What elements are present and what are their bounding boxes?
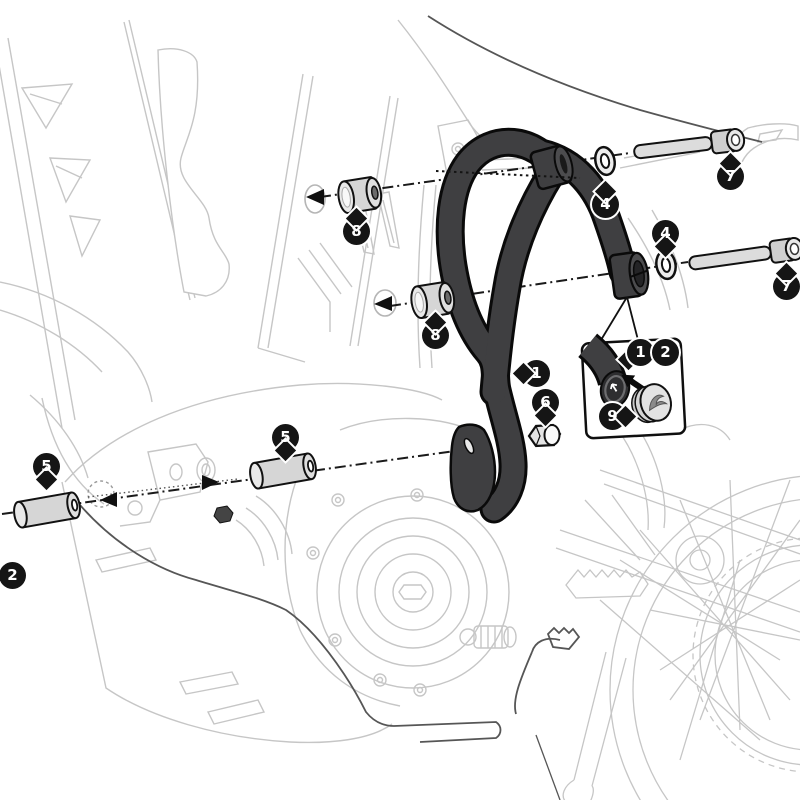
callout-inset-bar-left: 1 <box>627 339 654 366</box>
callout-spacer-lower: 8 <box>422 322 449 349</box>
callout-nut: 6 <box>532 389 559 416</box>
inset-bar-end <box>577 333 645 408</box>
callout-spacer-front-right: 5 <box>272 424 299 451</box>
spacer-upper <box>337 176 383 215</box>
callout-bolt-right: 7 <box>773 273 800 300</box>
callout-crash-bar: 1 <box>523 360 550 387</box>
motorcycle-line-art <box>0 19 799 744</box>
crash-bar-bottom-tab <box>449 423 497 513</box>
callout-label: 7 <box>725 167 736 185</box>
bolt-right <box>688 236 800 271</box>
callout-label: 2 <box>660 343 671 361</box>
cap-logo <box>649 394 669 412</box>
callout-bolt-top: 7 <box>717 163 744 190</box>
callout-label: 5 <box>41 457 52 475</box>
insert-arrow <box>621 374 645 392</box>
callout-label: 7 <box>781 277 792 295</box>
callout-spacer-upper: 8 <box>343 218 370 245</box>
inset-leader-lines <box>600 296 639 341</box>
dark-bolt-head <box>213 505 234 524</box>
callout-label: 6 <box>540 393 551 411</box>
callout-washer-right: 4 <box>652 220 679 247</box>
crash-bar-upper-stub <box>529 144 574 191</box>
fine-dotted-axis <box>435 170 581 179</box>
callout-label: 4 <box>600 195 611 213</box>
crash-bar-boss <box>608 251 650 300</box>
hex-nut <box>527 423 562 448</box>
callout-part-two: 2 <box>0 562 26 589</box>
spacer-lower <box>410 281 456 320</box>
callout-label: 8 <box>430 326 441 344</box>
inset-end-cap <box>631 383 673 424</box>
callout-label: 2 <box>7 566 18 584</box>
spacer-front-right <box>249 452 317 490</box>
callout-inset-cap: 9 <box>599 403 626 430</box>
washer-top <box>594 145 616 177</box>
callout-inset-bar-right: 2 <box>652 339 679 366</box>
callout-label: 5 <box>280 428 291 446</box>
direction-arrows <box>100 189 392 507</box>
callout-label: 8 <box>351 222 362 240</box>
callout-label: 1 <box>531 364 542 382</box>
washer-right <box>655 249 677 281</box>
callout-label: 9 <box>607 407 618 425</box>
rear-wheel-line-art <box>555 423 800 800</box>
callout-label: 4 <box>660 224 671 242</box>
callout-label: 1 <box>635 343 646 361</box>
spacer-front-left <box>13 491 81 529</box>
callout-washer-top: 4 <box>592 191 619 218</box>
callout-spacer-front-left: 5 <box>33 453 60 480</box>
bolt-top <box>633 127 746 160</box>
